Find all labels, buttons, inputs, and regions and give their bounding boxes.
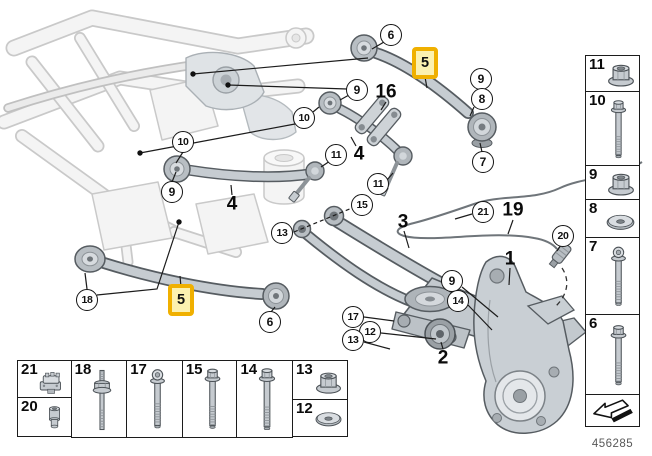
legend-cell-8[interactable]: 8 [585, 198, 640, 239]
callout-15[interactable]: 15 [351, 194, 373, 216]
legend-cell-number: 6 [589, 315, 598, 333]
part-label-4[interactable]: 4 [226, 193, 238, 215]
legend-cell-number: 21 [21, 361, 38, 378]
part-label-2[interactable]: 2 [437, 347, 449, 369]
callout-9[interactable]: 9 [470, 68, 492, 90]
bottom-legend-column: 17 [126, 360, 184, 438]
legend-cell-12[interactable]: 12 [292, 398, 349, 437]
part-label-19[interactable]: 19 [502, 199, 524, 221]
legend-cell-6[interactable]: 6 [585, 314, 640, 396]
flange-nut-icon [316, 372, 342, 394]
callout-11[interactable]: 11 [367, 173, 389, 195]
legend-cell-number: 7 [589, 238, 598, 256]
export-arrow-cell[interactable] [585, 393, 640, 427]
legend-cell-number: 20 [21, 397, 38, 415]
washer-icon [606, 214, 635, 230]
bottom-legend-column: 15 [181, 360, 238, 438]
legend-cell-number: 17 [130, 361, 147, 378]
flange-nut-icon [608, 64, 634, 87]
legend-cell-10[interactable]: 10 [585, 90, 640, 167]
legend-cell-15[interactable]: 15 [181, 360, 238, 438]
bottom-legend-column: 18 [70, 360, 128, 438]
control-arm-5-lower [74, 245, 290, 310]
subframe-ghost [0, 9, 315, 268]
legend-cell-17[interactable]: 17 [126, 360, 184, 438]
hex-bolt-icon [259, 368, 276, 431]
callout-6[interactable]: 6 [380, 24, 402, 46]
legend-cell-13[interactable]: 13 [292, 360, 349, 400]
pan-bolt-icon [150, 369, 166, 429]
cable-clip-icon [39, 372, 61, 394]
callout-8[interactable]: 8 [471, 88, 493, 110]
legend-cell-number: 13 [296, 361, 313, 378]
callout-10[interactable]: 10 [293, 107, 315, 129]
callout-6[interactable]: 6 [259, 311, 281, 333]
leader-lines [84, 41, 562, 350]
bottom-legend-column: 13 12 [292, 360, 349, 438]
callout-21[interactable]: 21 [472, 201, 494, 223]
highlighted-part-label-5[interactable]: 5 [168, 284, 194, 316]
callout-9[interactable]: 9 [161, 181, 183, 203]
legend-cell-20[interactable]: 20 [17, 396, 72, 437]
bottom-legend-column: 14 [236, 360, 294, 438]
callout-20[interactable]: 20 [552, 225, 574, 247]
part-label-16[interactable]: 16 [375, 81, 397, 103]
legend-cell-number: 14 [240, 361, 258, 378]
callout-14[interactable]: 14 [447, 290, 469, 312]
hex-bolt-icon [610, 99, 627, 158]
legend-cell-18[interactable]: 18 [70, 360, 128, 438]
part-label-4[interactable]: 4 [353, 143, 365, 165]
legend-cell-number: 12 [296, 399, 313, 417]
legend-cell-11[interactable]: 11 [585, 55, 640, 92]
callout-9[interactable]: 9 [346, 79, 368, 101]
bottom-legend-column: 21 20 [17, 360, 72, 438]
flange-nut-icon [608, 173, 634, 196]
stud-nut-icon [92, 369, 111, 431]
right-legend-column: 11 10 9 8 7 6 [585, 55, 640, 427]
callout-17[interactable]: 17 [342, 306, 364, 328]
wheel-carrier-1 [473, 255, 576, 434]
callout-11[interactable]: 11 [325, 144, 347, 166]
washer-icon [315, 411, 342, 426]
hex-bolt-icon [204, 368, 221, 429]
part-label-3[interactable]: 3 [397, 211, 409, 233]
legend-cell-number: 15 [185, 361, 203, 378]
legend-cell-number: 11 [589, 56, 605, 73]
legend-cell-number: 18 [74, 361, 92, 378]
callout-9[interactable]: 9 [441, 270, 463, 292]
hex-bolt-icon [610, 325, 627, 386]
callout-10[interactable]: 10 [172, 131, 194, 153]
legend-cell-number: 8 [589, 199, 598, 217]
callout-18[interactable]: 18 [76, 289, 98, 311]
legend-cell-9[interactable]: 9 [585, 165, 640, 201]
control-arm-4-left [163, 155, 325, 203]
diagram-part-number: 456285 [591, 438, 634, 450]
legend-cell-7[interactable]: 7 [585, 237, 640, 316]
bushing-2 [424, 318, 456, 350]
export-arrow-icon [593, 399, 633, 423]
legend-cell-number: 10 [589, 91, 606, 109]
legend-cell-number: 9 [589, 166, 598, 184]
callout-7[interactable]: 7 [472, 151, 494, 173]
callout-13[interactable]: 13 [342, 329, 364, 351]
pan-bolt-icon [611, 247, 626, 307]
part-label-1[interactable]: 1 [504, 248, 516, 270]
sleeve-icon [49, 405, 60, 428]
callout-13[interactable]: 13 [271, 222, 293, 244]
bottom-legend-strip: 21 20 18 17 15 14 [17, 360, 349, 438]
legend-cell-21[interactable]: 21 [17, 360, 72, 398]
legend-cell-14[interactable]: 14 [236, 360, 294, 438]
adjuster-link-16 [354, 95, 390, 135]
highlighted-part-label-5[interactable]: 5 [412, 47, 438, 79]
